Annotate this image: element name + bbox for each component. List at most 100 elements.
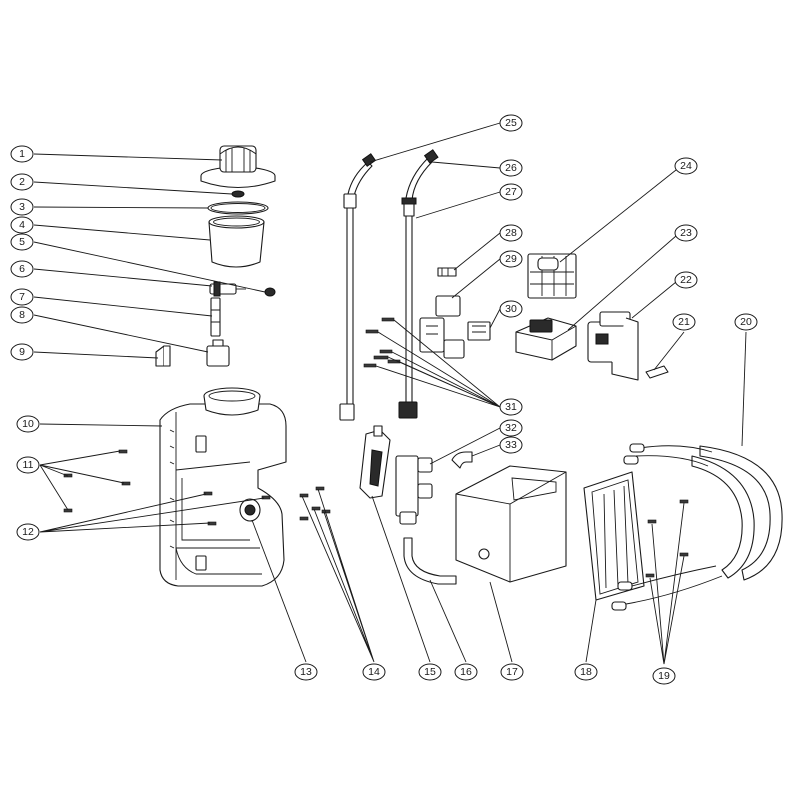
callout-bubble bbox=[10, 288, 34, 306]
part-small-block-28 bbox=[437, 267, 457, 277]
callout-bubble bbox=[362, 663, 386, 681]
callout-bubble bbox=[454, 663, 478, 681]
callout-33: 33 bbox=[499, 436, 523, 454]
part-pump bbox=[419, 295, 465, 359]
callout-bubble bbox=[16, 415, 40, 433]
callout-12: 12 bbox=[16, 523, 40, 541]
part-label-plate bbox=[645, 365, 669, 379]
callout-17: 17 bbox=[500, 663, 524, 681]
callout-26: 26 bbox=[499, 159, 523, 177]
callout-31: 31 bbox=[499, 398, 523, 416]
callout-19: 19 bbox=[652, 667, 676, 685]
callout-21: 21 bbox=[672, 313, 696, 331]
callout-number: 25 bbox=[505, 117, 517, 129]
part-filter-basket bbox=[208, 215, 265, 268]
callout-bubble bbox=[10, 198, 34, 216]
part-battery-compartment bbox=[455, 465, 567, 583]
callout-number: 8 bbox=[19, 309, 25, 321]
callout-number: 13 bbox=[300, 666, 312, 678]
callout-8: 8 bbox=[10, 306, 34, 324]
callout-bubble bbox=[674, 271, 698, 289]
part-bracket bbox=[155, 345, 171, 367]
part-back-panel bbox=[583, 471, 645, 601]
part-o-ring bbox=[207, 201, 269, 215]
callout-30: 30 bbox=[499, 300, 523, 318]
callout-number: 21 bbox=[678, 316, 690, 328]
callout-4: 4 bbox=[10, 216, 34, 234]
callout-bubble bbox=[10, 233, 34, 251]
callout-bubble bbox=[674, 157, 698, 175]
callout-number: 12 bbox=[22, 526, 34, 538]
part-valve-block bbox=[206, 339, 230, 367]
callout-number: 24 bbox=[680, 160, 692, 172]
callout-5: 5 bbox=[10, 233, 34, 251]
screws-31 bbox=[363, 317, 401, 368]
part-lid bbox=[200, 145, 276, 188]
part-hose bbox=[403, 537, 457, 585]
callout-number: 1 bbox=[19, 148, 25, 160]
callout-bubble bbox=[734, 313, 758, 331]
callout-20: 20 bbox=[734, 313, 758, 331]
callout-number: 7 bbox=[19, 291, 25, 303]
part-knob bbox=[239, 498, 261, 522]
part-mount-bracket bbox=[395, 455, 433, 525]
part-spray-wand-left bbox=[339, 153, 377, 421]
part-grille bbox=[527, 253, 577, 299]
callout-28: 28 bbox=[499, 224, 523, 242]
callout-number: 9 bbox=[19, 346, 25, 358]
part-small-seal bbox=[231, 190, 245, 198]
screws-14 bbox=[299, 486, 331, 521]
part-connector bbox=[451, 451, 473, 469]
callout-number: 18 bbox=[580, 666, 592, 678]
callout-number: 14 bbox=[368, 666, 380, 678]
callout-number: 6 bbox=[19, 263, 25, 275]
part-battery bbox=[515, 317, 577, 361]
callout-number: 33 bbox=[505, 439, 517, 451]
callout-number: 30 bbox=[505, 303, 517, 315]
part-valve-fitting bbox=[209, 281, 246, 297]
part-trigger-handle bbox=[359, 425, 391, 499]
callout-bubble bbox=[294, 663, 318, 681]
callout-13: 13 bbox=[294, 663, 318, 681]
callout-bubble bbox=[652, 667, 676, 685]
callout-number: 16 bbox=[460, 666, 472, 678]
callout-23: 23 bbox=[674, 224, 698, 242]
callout-number: 26 bbox=[505, 162, 517, 174]
callout-22: 22 bbox=[674, 271, 698, 289]
screws-12 bbox=[203, 491, 271, 526]
callout-bubble bbox=[10, 216, 34, 234]
callout-24: 24 bbox=[674, 157, 698, 175]
callout-number: 15 bbox=[424, 666, 436, 678]
callout-bubble bbox=[672, 313, 696, 331]
callout-bubble bbox=[10, 343, 34, 361]
callout-number: 10 bbox=[22, 418, 34, 430]
callout-bubble bbox=[499, 114, 523, 132]
callout-bubble bbox=[10, 306, 34, 324]
callout-3: 3 bbox=[10, 198, 34, 216]
callout-bubble bbox=[16, 523, 40, 541]
callout-bubble bbox=[499, 224, 523, 242]
callout-bubble bbox=[10, 145, 34, 163]
callout-bubble bbox=[499, 419, 523, 437]
callout-number: 32 bbox=[505, 422, 517, 434]
part-plug bbox=[264, 287, 276, 297]
callout-number: 31 bbox=[505, 401, 517, 413]
part-standoff bbox=[210, 297, 221, 337]
leader-lines bbox=[33, 122, 747, 665]
callout-bubble bbox=[499, 398, 523, 416]
callout-bubble bbox=[499, 183, 523, 201]
callout-number: 27 bbox=[505, 186, 517, 198]
part-strap-frame bbox=[691, 445, 783, 581]
callout-bubble bbox=[418, 663, 442, 681]
callout-7: 7 bbox=[10, 288, 34, 306]
callout-number: 28 bbox=[505, 227, 517, 239]
part-main-housing bbox=[159, 387, 287, 587]
callout-bubble bbox=[499, 436, 523, 454]
callout-9: 9 bbox=[10, 343, 34, 361]
callout-18: 18 bbox=[574, 663, 598, 681]
part-charger bbox=[587, 311, 639, 381]
callout-bubble bbox=[499, 250, 523, 268]
callout-bubble bbox=[10, 260, 34, 278]
callout-bubble bbox=[10, 173, 34, 191]
